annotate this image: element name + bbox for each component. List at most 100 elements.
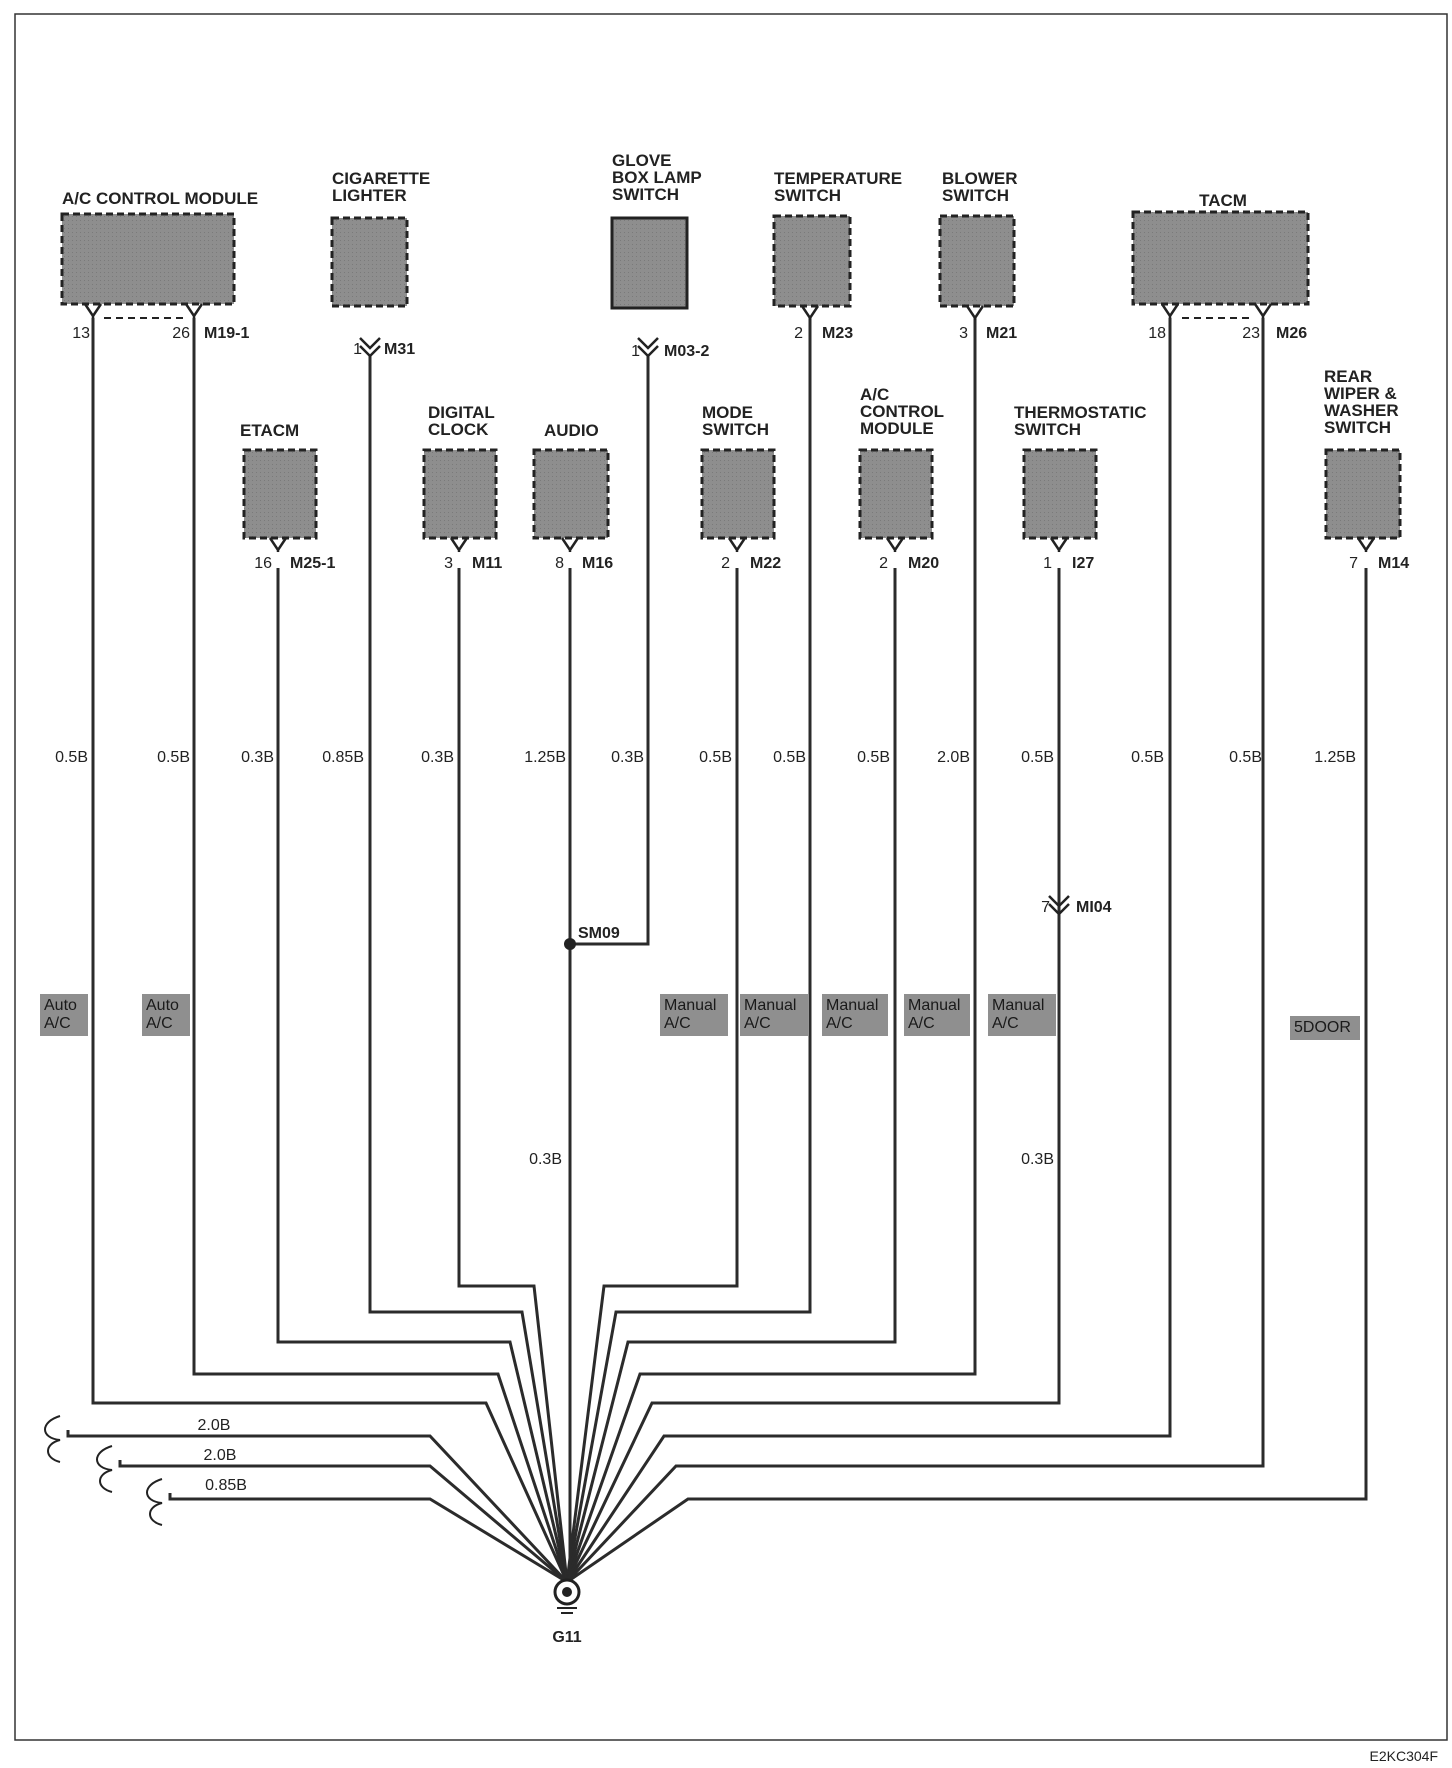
wire-ac-control-13 [91, 318, 569, 1583]
m20-fork [885, 537, 905, 553]
m11-fork [449, 537, 469, 553]
wire-ac-control-26 [192, 318, 569, 1583]
wire-m31-label: 0.85B [322, 749, 364, 766]
m31-connector: M31 [384, 341, 415, 358]
m26-fork-18 [1160, 303, 1180, 319]
m31-chevron [359, 337, 381, 358]
manual-ac-tag-mode-text: Manual [664, 997, 716, 1014]
digital-clock-title: CLOCK [428, 420, 489, 439]
manual-ac-tag-temperature-text: A/C [744, 1015, 771, 1032]
i27-fork [1049, 537, 1069, 553]
wire-m26-23-label: 0.5B [1229, 749, 1262, 766]
wire-ac-control-mid [565, 568, 897, 1583]
ground-g11-icon-center [562, 1587, 572, 1597]
wire-m22-label: 0.5B [699, 749, 732, 766]
m26-fork-23 [1253, 303, 1273, 319]
m14-fork [1356, 537, 1376, 553]
wire-break-1 [44, 1415, 61, 1463]
left-wire-3-label: 0.85B [205, 1477, 247, 1494]
left-wire-1 [66, 1430, 569, 1584]
m31-pin: 1 [353, 341, 362, 358]
blower-switch-title: SWITCH [942, 186, 1009, 205]
temperature-switch-title: TEMPERATURE [774, 169, 902, 188]
blower-switch-title: BLOWER [942, 169, 1018, 188]
audio-box [532, 448, 610, 540]
ac-control-module-top-title: A/C CONTROL MODULE [62, 189, 258, 208]
wire-thermostatic [565, 568, 1061, 1583]
wire-m14-label: 1.25B [1314, 749, 1356, 766]
ac-control-module-top-box [60, 212, 236, 306]
wire-tacm-23 [565, 318, 1265, 1584]
glove-box-lamp-switch-title: BOX LAMP [612, 168, 702, 187]
m22-pin: 2 [721, 555, 730, 572]
m19-1-connector: M19-1 [204, 325, 249, 342]
auto-ac-tag-1-text: A/C [44, 1015, 71, 1032]
mi04-pin: 7 [1041, 899, 1050, 916]
wire-i27-label: 0.5B [1021, 749, 1054, 766]
m16-connector: M16 [582, 555, 613, 572]
temperature-switch-box [772, 214, 852, 308]
rear-wiper-washer-switch-title: WIPER & [1324, 384, 1397, 403]
ac-control-module-top-fork-26 [184, 303, 204, 319]
auto-ac-tag-2-text: Auto [146, 997, 179, 1014]
m25-1-fork [268, 537, 288, 553]
m03-2-chevron [637, 337, 659, 358]
manual-ac-tag-ac-control [822, 994, 888, 1036]
wire-m25-1-label: 0.3B [241, 749, 274, 766]
wire-m21-label: 2.0B [937, 749, 970, 766]
ground-g11-label: G11 [552, 1629, 581, 1646]
auto-ac-tag-2 [142, 994, 190, 1036]
ac-control-module-mid-box [858, 448, 934, 540]
auto-ac-tag-1 [40, 994, 88, 1036]
thermostatic-switch-box [1022, 448, 1098, 540]
temperature-switch-title: SWITCH [774, 186, 841, 205]
wire-digital-clock [457, 568, 569, 1583]
rear-wiper-washer-switch-box [1324, 448, 1402, 540]
manual-ac-tag-5-text: Manual [908, 997, 960, 1014]
m21-fork [965, 305, 985, 321]
m26-connector: M26 [1276, 325, 1307, 342]
ground-g11-bars [557, 1607, 577, 1614]
digital-clock-box [422, 448, 498, 540]
i27-pin: 1 [1043, 555, 1052, 572]
m11-pin: 3 [444, 555, 453, 572]
glove-box-lamp-switch-title: GLOVE [612, 151, 672, 170]
wire-m19-26-label: 0.5B [157, 749, 190, 766]
wire-cigarette [368, 355, 569, 1583]
m23-connector: M23 [822, 325, 853, 342]
m25-1-pin: 16 [254, 555, 272, 572]
manual-ac-tag-mode [660, 994, 728, 1036]
wire-break-2 [96, 1445, 113, 1493]
auto-ac-tag-1-text: Auto [44, 997, 77, 1014]
splice-sm09-dot [564, 938, 576, 950]
mode-switch-box [700, 448, 776, 540]
splice-sm09-label: SM09 [578, 925, 620, 942]
rear-wiper-washer-switch-title: REAR [1324, 367, 1372, 386]
glove-box-lamp-switch-title: SWITCH [612, 185, 679, 204]
manual-ac-tag-5 [904, 994, 970, 1036]
manual-ac-tag-temperature-text: Manual [744, 997, 796, 1014]
manual-ac-tag-thermostatic-text: Manual [992, 997, 1044, 1014]
wire-mode-switch [565, 568, 739, 1583]
m14-pin: 7 [1349, 555, 1358, 572]
left-wire-1-label: 2.0B [198, 1417, 231, 1434]
five-door-tag [1290, 1016, 1360, 1040]
m14-connector: M14 [1378, 555, 1409, 572]
manual-ac-tag-mode-text: A/C [664, 1015, 691, 1032]
m25-1-connector: M25-1 [290, 555, 335, 572]
etacm-box [242, 448, 318, 540]
m19-1-pin-13: 13 [72, 325, 90, 342]
m26-pin-23: 23 [1242, 325, 1260, 342]
wire-m03-2-label: 0.3B [611, 749, 644, 766]
m11-connector: M11 [472, 555, 502, 572]
wire-rear-wiper [566, 568, 1368, 1584]
auto-ac-tag-2-text: A/C [146, 1015, 173, 1032]
wire-m16-label: 1.25B [524, 749, 566, 766]
wire-m23-label: 0.5B [773, 749, 806, 766]
m21-pin: 3 [959, 325, 968, 342]
manual-ac-tag-thermostatic-text: A/C [992, 1015, 1019, 1032]
tacm-box [1131, 210, 1310, 306]
m16-fork [560, 537, 580, 553]
m26-pin-18: 18 [1148, 325, 1166, 342]
audio-title: AUDIO [544, 421, 599, 440]
